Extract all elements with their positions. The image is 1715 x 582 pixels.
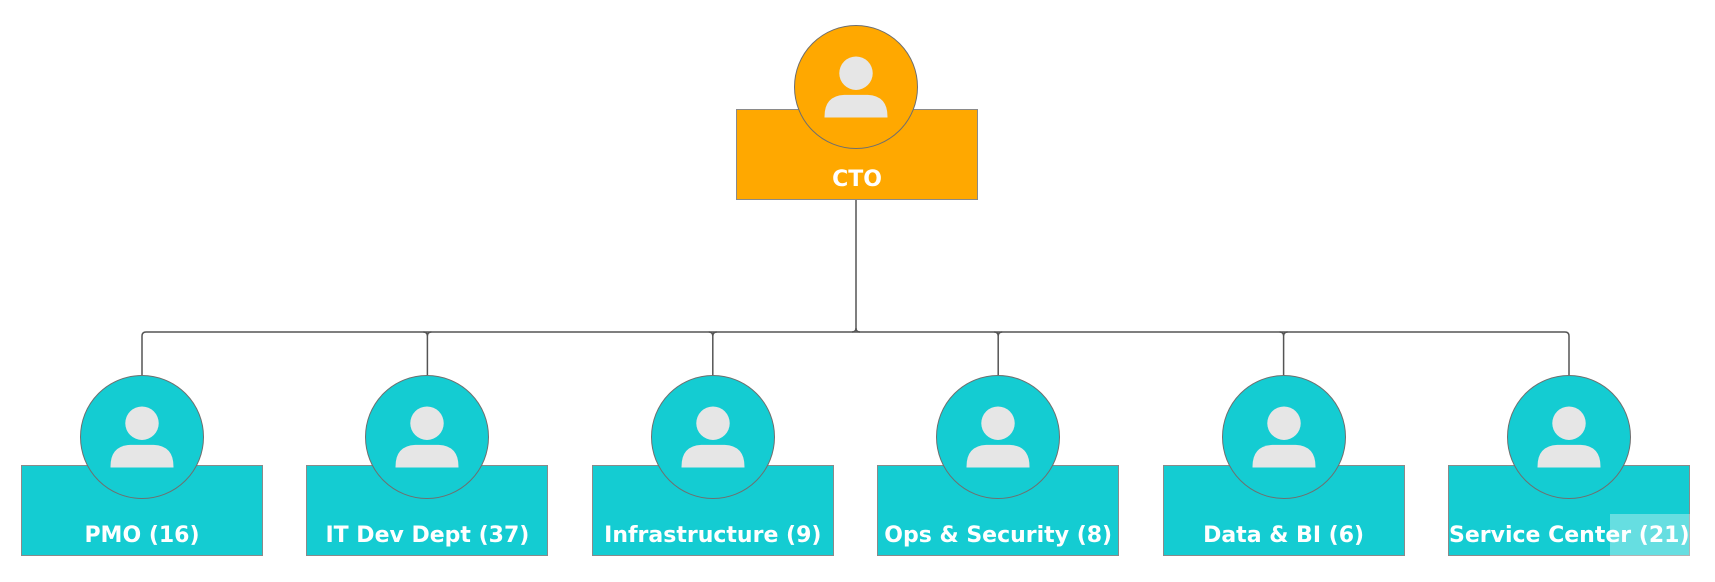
- root-node-card: CTO: [736, 109, 978, 200]
- department-label: PMO (16): [84, 523, 200, 548]
- department-person-icon: [365, 375, 490, 499]
- department-person-icon: [936, 375, 1061, 499]
- root-node-label: CTO: [832, 167, 882, 192]
- department-label: Data & BI (6): [1203, 523, 1365, 548]
- branch-line: [423, 331, 432, 375]
- branch-line: [994, 331, 1003, 375]
- department-person-icon: [1221, 375, 1346, 499]
- department-label: Infrastructure (9): [604, 523, 822, 548]
- branch-line: [708, 331, 717, 375]
- department-card: Ops & Security (8): [877, 465, 1120, 556]
- department-card: IT Dev Dept (37): [306, 465, 549, 556]
- watermark-overlay: [1610, 514, 1690, 558]
- cto-person-icon: [794, 25, 918, 149]
- branch-line: [141, 331, 147, 375]
- department-label: Service Center (21): [1449, 523, 1690, 548]
- department-person-icon: [80, 375, 204, 499]
- root-trunk-line: [851, 200, 857, 333]
- department-person-icon: [650, 375, 775, 499]
- department-label: Ops & Security (8): [884, 523, 1113, 548]
- department-label: IT Dev Dept (37): [325, 523, 530, 548]
- branch-line: [1564, 331, 1570, 375]
- branch-line: [1279, 331, 1288, 375]
- department-person-icon: [1507, 375, 1631, 499]
